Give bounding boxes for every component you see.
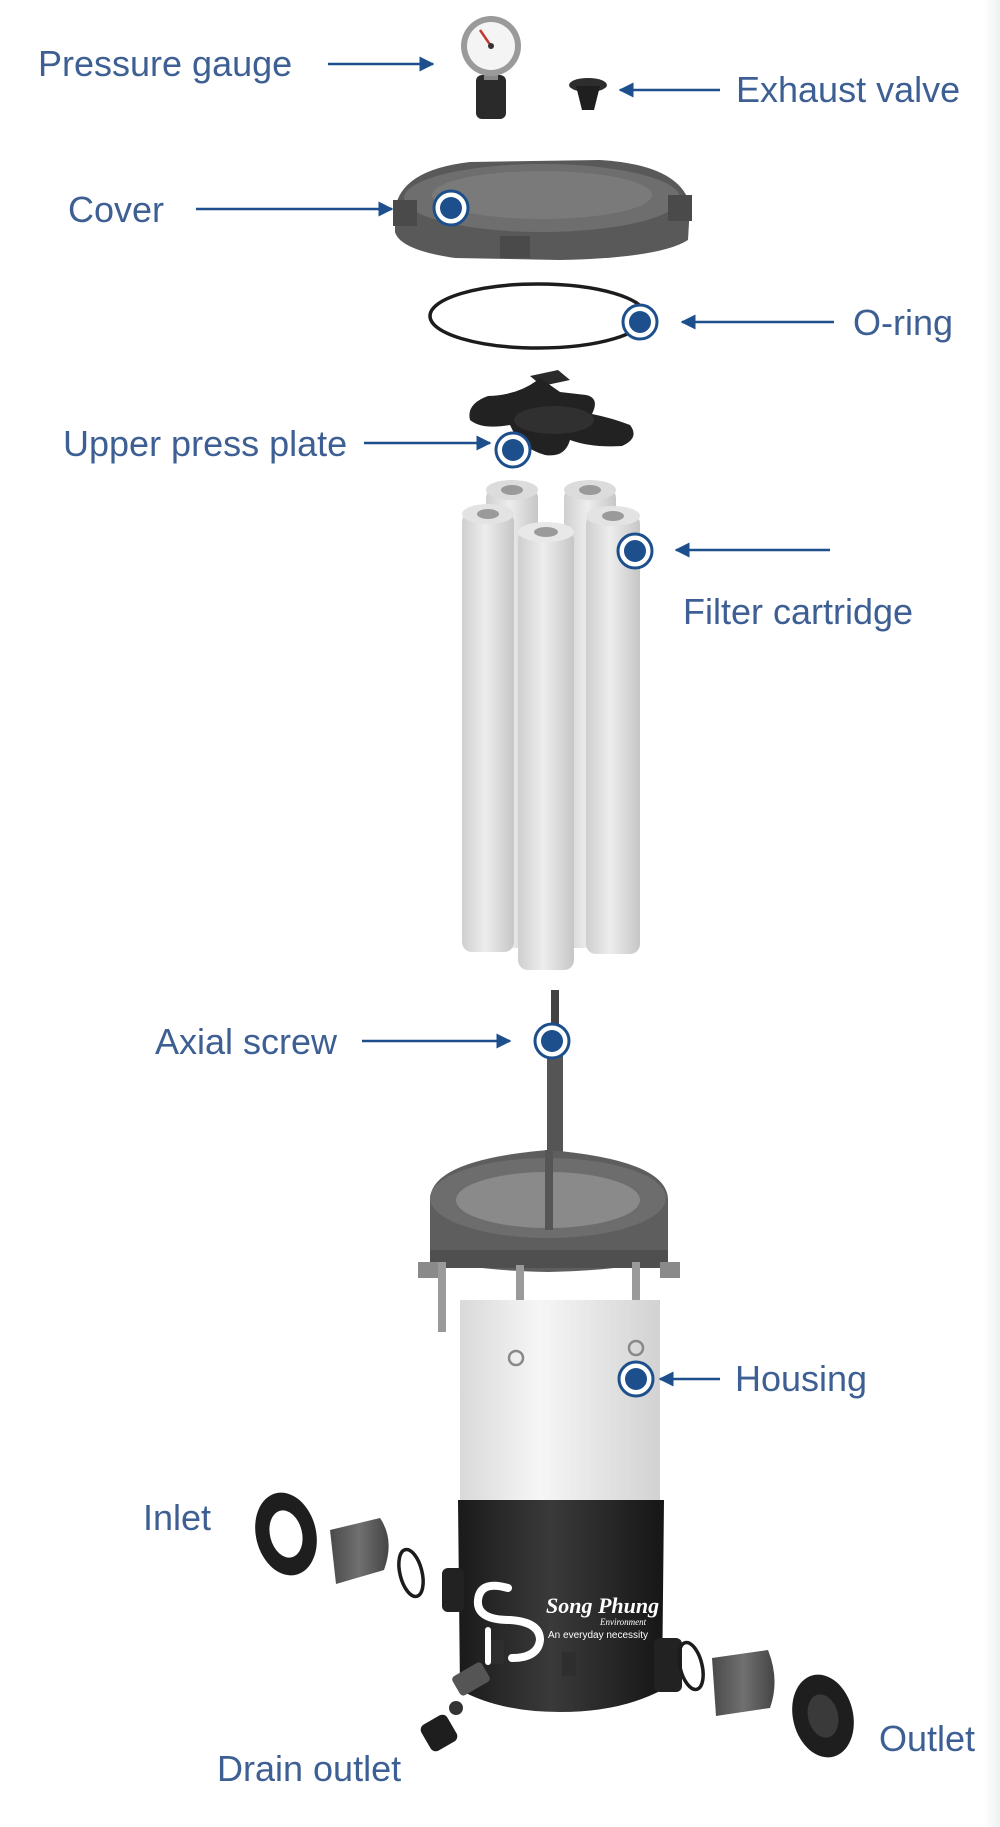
marker-axial-screw (533, 1022, 571, 1060)
label-upper-press-plate: Upper press plate (63, 423, 348, 464)
exhaust-valve (569, 78, 607, 110)
logo: Song Phung Environment An everyday neces… (473, 1581, 659, 1665)
label-axial-screw: Axial screw (155, 1021, 338, 1062)
callout-markers (432, 189, 659, 1398)
label-outlet: Outlet (879, 1718, 976, 1759)
marker-filter-cartridge (616, 532, 654, 570)
logo-tagline: An everyday necessity (548, 1630, 648, 1641)
filter-cartridges (462, 480, 640, 970)
outlet-fittings (677, 1640, 854, 1758)
label-pressure-gauge: Pressure gauge (38, 43, 293, 84)
label-filter-cartridge: Filter cartridge (683, 591, 914, 632)
cover (393, 160, 692, 260)
inlet-fittings (255, 1492, 425, 1599)
logo-icon (473, 1581, 545, 1665)
upper-press-plate (469, 370, 634, 456)
marker-cover (432, 189, 470, 227)
o-ring (428, 282, 648, 350)
label-cover: Cover (68, 189, 165, 230)
drain-outlet-fittings (420, 1662, 490, 1752)
label-inlet: Inlet (143, 1497, 212, 1538)
housing (418, 1150, 682, 1712)
marker-upper-press-plate (494, 431, 532, 469)
label-housing: Housing (735, 1358, 868, 1399)
pressure-gauge (461, 16, 521, 119)
marker-housing (617, 1360, 655, 1398)
logo-name: Song Phung (546, 1593, 659, 1618)
label-o-ring: O-ring (853, 302, 954, 343)
logo-subtitle: Environment (599, 1617, 647, 1627)
leader-arrows (196, 56, 834, 1387)
marker-o-ring (621, 303, 659, 341)
label-drain-outlet: Drain outlet (217, 1748, 402, 1789)
label-exhaust-valve: Exhaust valve (736, 69, 961, 110)
right-edge-shade (984, 0, 1000, 1827)
